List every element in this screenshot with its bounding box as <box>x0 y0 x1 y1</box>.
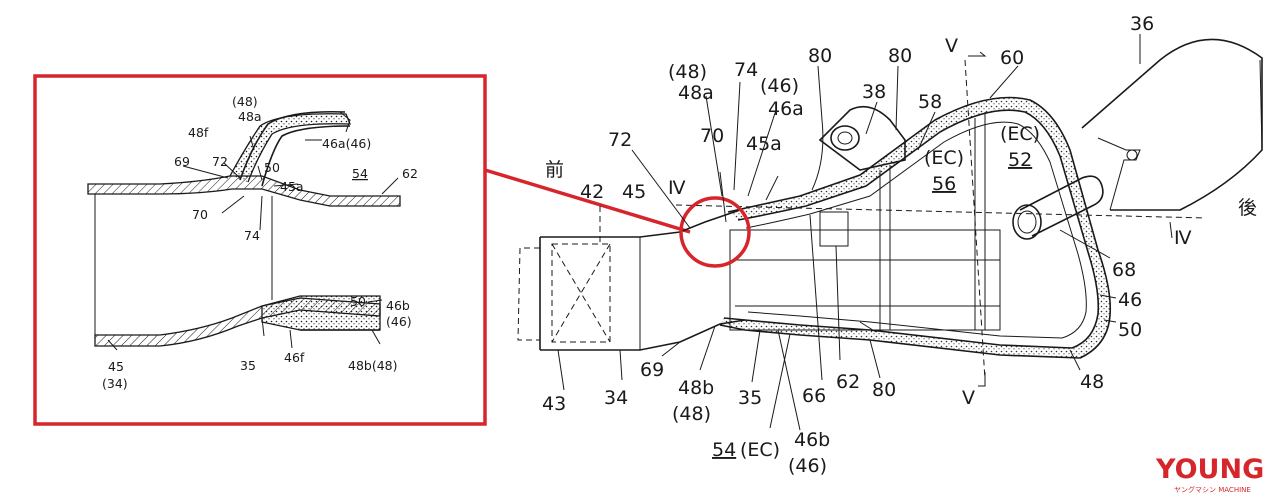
label: (48) <box>672 403 711 425</box>
section-line-IV <box>675 204 1206 219</box>
label: 45 <box>108 359 124 374</box>
label: (34) <box>102 376 128 391</box>
label: 46 <box>1118 289 1142 311</box>
main-drawing <box>517 34 1263 431</box>
detail-inset <box>33 74 691 426</box>
callout-line <box>484 168 691 234</box>
label: 46b <box>794 429 830 451</box>
label: 43 <box>542 393 566 415</box>
label: 80 <box>872 379 896 401</box>
label: 54 <box>352 166 368 181</box>
label: 48b(48) <box>348 358 398 373</box>
label-rear: 後 <box>1238 197 1257 219</box>
label: 80 <box>808 45 832 67</box>
main-labels: 36 80 80 80 (48) 74 (46) Ⅴ 60 48a 46a 38… <box>542 13 1257 477</box>
label: 48 <box>1080 371 1104 393</box>
label: 36 <box>1130 13 1154 35</box>
label: 35 <box>240 358 256 373</box>
label: 66 <box>802 385 826 407</box>
label: 34 <box>604 387 628 409</box>
young-machine-logo: YOUNG ヤングマシン MACHINE <box>1156 456 1274 496</box>
label: 69 <box>640 359 664 381</box>
outlet-pipe <box>1019 175 1104 237</box>
label: 72 <box>212 154 228 169</box>
label: (46) <box>760 75 799 97</box>
label: 45a <box>280 179 304 194</box>
label: 74 <box>244 228 260 243</box>
label: 68 <box>1112 259 1136 281</box>
label: 46a(46) <box>322 136 371 151</box>
inlet-pipe-top <box>540 209 741 238</box>
label: 46a <box>768 98 804 120</box>
label: 45 <box>622 181 646 203</box>
label: Ⅳ <box>1174 227 1192 249</box>
inlet-pipe-bottom <box>540 319 746 351</box>
label: (46) <box>386 314 412 329</box>
upper-pipe-wall <box>87 175 401 207</box>
label-front: 前 <box>545 159 564 181</box>
label: 50 <box>1118 319 1142 341</box>
label: 48a <box>238 109 262 124</box>
logo-wordmark: YOUNG <box>1156 454 1265 485</box>
label: 46b <box>386 298 410 313</box>
detail-circle <box>679 196 751 268</box>
label: 69 <box>174 154 190 169</box>
label: 56 <box>932 173 956 195</box>
section-line-V <box>964 59 986 381</box>
label: 35 <box>738 387 762 409</box>
label: 48f <box>188 125 209 140</box>
label: 50 <box>264 160 280 175</box>
label: 62 <box>836 371 860 393</box>
logo-subtext: ヤングマシン MACHINE <box>1174 486 1251 494</box>
label: 48b <box>678 377 714 399</box>
label: Ⅴ <box>945 35 958 57</box>
label: 38 <box>862 81 886 103</box>
label: 45a <box>746 133 782 155</box>
label: Ⅴ <box>962 387 975 409</box>
label: 70 <box>192 207 208 222</box>
upper-shell-insulation <box>229 113 351 183</box>
mount-bracket <box>818 105 906 171</box>
tailpipe-shell <box>1081 38 1263 211</box>
label: (EC) <box>924 147 964 169</box>
label: 74 <box>734 59 758 81</box>
label: 48a <box>678 82 714 104</box>
label: (EC) <box>740 439 780 461</box>
label: 62 <box>402 166 418 181</box>
label: 60 <box>1000 47 1024 69</box>
label: Ⅳ <box>668 177 686 199</box>
detail-labels: (48) 48a 48f 72 50 46a(46) 69 45a 54 62 … <box>102 94 418 391</box>
label: (46) <box>788 455 827 477</box>
label: 54 <box>712 439 736 461</box>
label: 70 <box>700 125 724 147</box>
label: 80 <box>888 45 912 67</box>
label: 46f <box>284 350 305 365</box>
label: (EC) <box>1000 123 1040 145</box>
label: 72 <box>608 129 632 151</box>
label: 42 <box>580 181 604 203</box>
label: (48) <box>668 61 707 83</box>
label: 52 <box>1008 149 1032 171</box>
catalyst-outline <box>551 243 611 343</box>
label: 50 <box>350 294 366 309</box>
inset-frame <box>33 74 487 426</box>
label: 58 <box>918 91 942 113</box>
label: (48) <box>232 94 258 109</box>
